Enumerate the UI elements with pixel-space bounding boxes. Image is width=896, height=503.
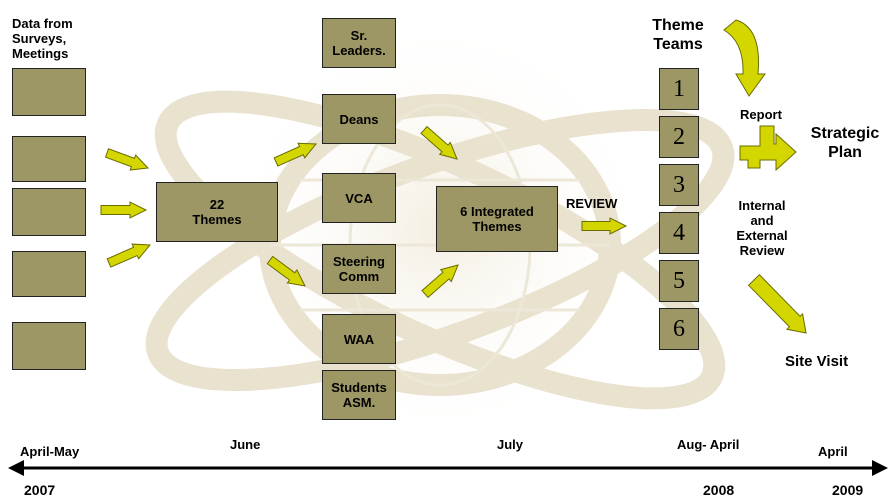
- sources-label: Data from Surveys, Meetings: [12, 16, 73, 61]
- year-2007: 2007: [24, 482, 56, 498]
- arrow-themes-to-deans: [273, 142, 318, 167]
- report-label: Report: [740, 107, 782, 122]
- review-label: REVIEW: [566, 196, 618, 211]
- source-box-4: [12, 251, 86, 297]
- year-2008: 2008: [703, 482, 735, 498]
- source-box-2: [12, 136, 86, 182]
- arrow-source-3-to-themes: [100, 201, 148, 219]
- theme-team-4: 4: [659, 212, 699, 254]
- timeline-arrow: [8, 460, 888, 476]
- period-june: June: [230, 437, 261, 452]
- arrow-teams-to-report: [723, 19, 766, 97]
- group-students-asm: Students ASM.: [322, 370, 396, 420]
- theme-team-6: 6: [659, 308, 699, 350]
- group-vca: VCA: [322, 173, 396, 223]
- theme-team-2: 2: [659, 116, 699, 158]
- source-box-1: [12, 68, 86, 116]
- internal-external-review-label: Internal and External Review: [736, 198, 788, 258]
- arrow-report-to-strategic-plan: [739, 125, 797, 172]
- theme-team-1: 1: [659, 68, 699, 110]
- group-sr-leaders: Sr. Leaders.: [322, 18, 396, 68]
- source-box-5: [12, 322, 86, 370]
- year-2009: 2009: [832, 482, 864, 498]
- strategic-plan-label: Strategic Plan: [810, 125, 880, 161]
- theme-team-5: 5: [659, 260, 699, 302]
- period-aug-april: Aug- April: [677, 437, 740, 452]
- period-july: July: [497, 437, 524, 452]
- arrow-review-to-teams: [581, 217, 628, 235]
- arrow-steering-to-integrated: [421, 264, 459, 299]
- themes-22-box: 22 Themes: [156, 182, 278, 242]
- theme-teams-title: Theme Teams: [652, 17, 704, 53]
- period-april: April: [818, 444, 848, 459]
- arrow-review-to-site-visit: [747, 273, 807, 334]
- arrow-source-4-to-themes: [106, 243, 152, 268]
- group-steering-comm: Steering Comm: [322, 244, 396, 294]
- group-waa: WAA: [322, 314, 396, 364]
- site-visit-label: Site Visit: [785, 353, 849, 370]
- arrow-source-2-to-themes: [104, 148, 150, 171]
- period-april-may: April-May: [20, 444, 80, 459]
- source-box-3: [12, 188, 86, 236]
- integrated-themes-box: 6 Integrated Themes: [436, 186, 558, 252]
- arrow-themes-to-steering: [266, 255, 306, 287]
- arrow-deans-to-integrated: [420, 125, 458, 160]
- theme-team-3: 3: [659, 164, 699, 206]
- group-deans: Deans: [322, 94, 396, 144]
